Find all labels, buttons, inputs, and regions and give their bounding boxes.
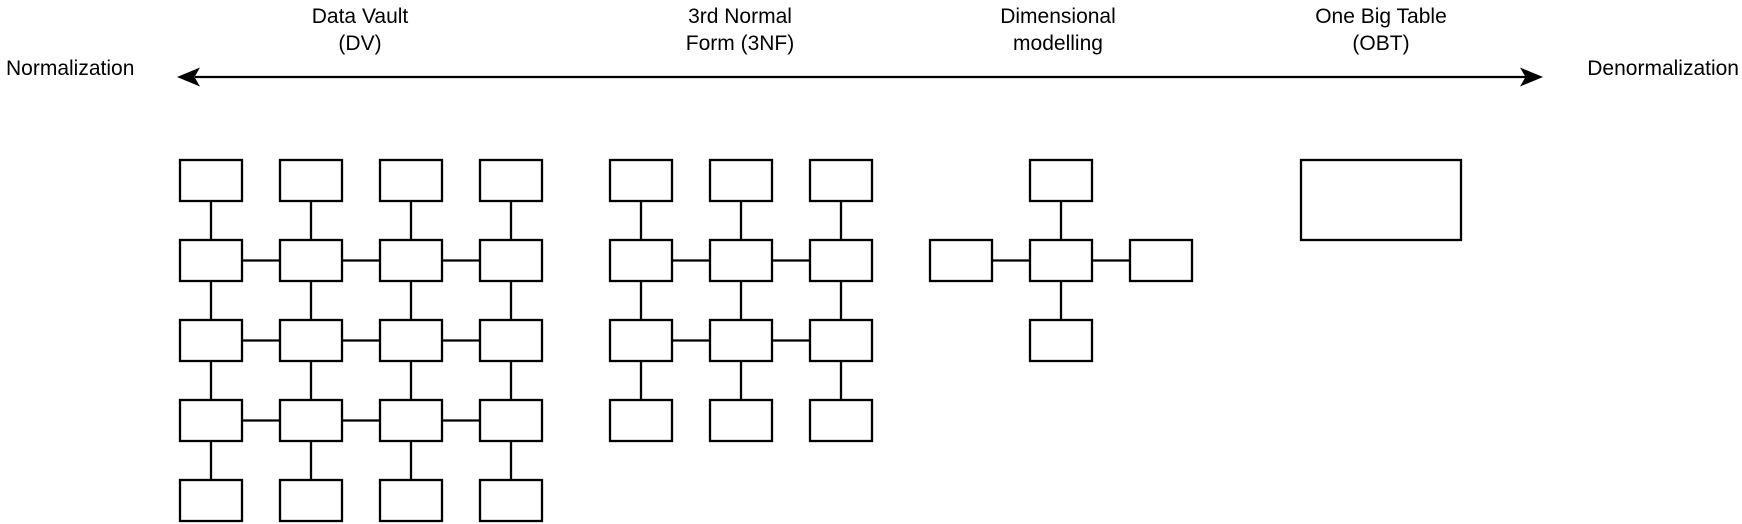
table-box <box>278 478 344 523</box>
table-box <box>608 158 674 203</box>
table-box <box>178 318 244 363</box>
approach-label-line2: (DV) <box>338 32 382 55</box>
table-box <box>808 398 874 443</box>
approach-label-line1: One Big Table <box>1315 5 1447 28</box>
approach-label-line1: Dimensional <box>1000 5 1116 28</box>
table-box <box>378 398 444 443</box>
table-box <box>608 238 674 283</box>
table-box <box>608 318 674 363</box>
table-box <box>478 478 544 523</box>
table-box <box>278 318 344 363</box>
table-box <box>808 158 874 203</box>
table-box <box>378 238 444 283</box>
approach-label-line2: modelling <box>1013 32 1103 55</box>
approach-label-line2: (OBT) <box>1352 32 1410 55</box>
label-data-vault: Data Vault (DV) <box>210 3 510 57</box>
spectrum-arrow <box>177 67 1543 87</box>
table-box <box>478 158 544 203</box>
table-box <box>478 398 544 443</box>
approach-label-line2: Form (3NF) <box>685 32 795 55</box>
table-box <box>178 158 244 203</box>
data-vault-diagram <box>178 158 544 523</box>
table-box <box>608 398 674 443</box>
table-box <box>478 318 544 363</box>
arrowhead-left-icon <box>177 67 200 87</box>
table-box <box>708 158 774 203</box>
arrowhead-right-icon <box>1520 67 1543 87</box>
label-third-normal-form: 3rd Normal Form (3NF) <box>590 3 890 57</box>
table-box <box>178 478 244 523</box>
table-box <box>378 158 444 203</box>
table-box <box>278 158 344 203</box>
table-box <box>708 238 774 283</box>
label-dimensional-modelling: Dimensional modelling <box>908 3 1208 57</box>
dimension-table-box <box>1028 318 1094 363</box>
one-big-table-diagram <box>1299 158 1463 242</box>
dimension-table-box <box>1128 238 1194 283</box>
denormalization-axis-label: Denormalization <box>1587 57 1739 80</box>
approach-label-line1: 3rd Normal <box>688 5 792 28</box>
third-normal-form-diagram <box>608 158 874 443</box>
table-box <box>808 318 874 363</box>
table-box <box>478 238 544 283</box>
table-box <box>708 318 774 363</box>
dimensional-modelling-diagram <box>928 158 1194 363</box>
table-box <box>178 398 244 443</box>
approach-label-line1: Data Vault <box>311 5 409 28</box>
table-box <box>378 478 444 523</box>
table-box <box>378 318 444 363</box>
normalization-axis-label: Normalization <box>6 57 135 80</box>
table-box <box>808 238 874 283</box>
label-one-big-table: One Big Table (OBT) <box>1231 3 1531 57</box>
table-box <box>178 238 244 283</box>
dimension-table-box <box>1028 158 1094 203</box>
table-box <box>708 398 774 443</box>
one-big-table-box <box>1299 158 1463 242</box>
fact-table-box <box>1028 238 1094 283</box>
table-box <box>278 398 344 443</box>
dimension-table-box <box>928 238 994 283</box>
table-box <box>278 238 344 283</box>
